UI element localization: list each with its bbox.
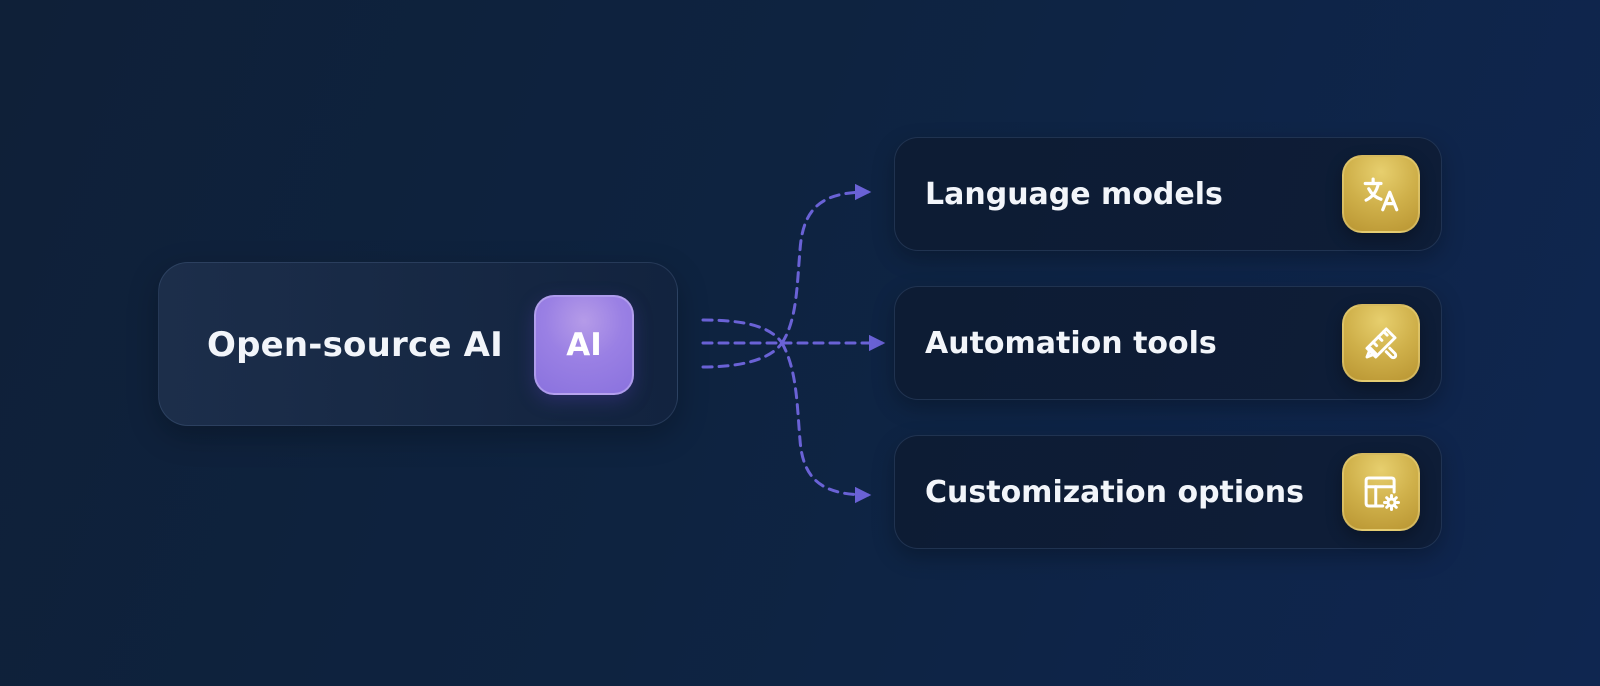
target-node-label: Customization options [925, 475, 1304, 510]
source-node-card: Open-source AI AI [158, 262, 678, 426]
target-node-customization-options: Customization options [894, 435, 1442, 549]
connector-in-bottom [701, 341, 784, 369]
target-node-language-models: Language models [894, 137, 1442, 251]
pencil-ruler-icon [1342, 304, 1420, 382]
target-node-automation-tools: Automation tools [894, 286, 1442, 400]
source-node-label: Open-source AI [207, 325, 504, 365]
connector-in-top [701, 318, 784, 345]
target-node-label: Language models [925, 177, 1223, 212]
target-node-label: Automation tools [925, 326, 1217, 361]
connector-to-language-models [780, 183, 872, 345]
translate-icon [1342, 155, 1420, 233]
table-settings-icon [1342, 453, 1420, 531]
connector-to-customization-options [780, 341, 872, 504]
ai-badge-icon: AI [534, 295, 634, 395]
